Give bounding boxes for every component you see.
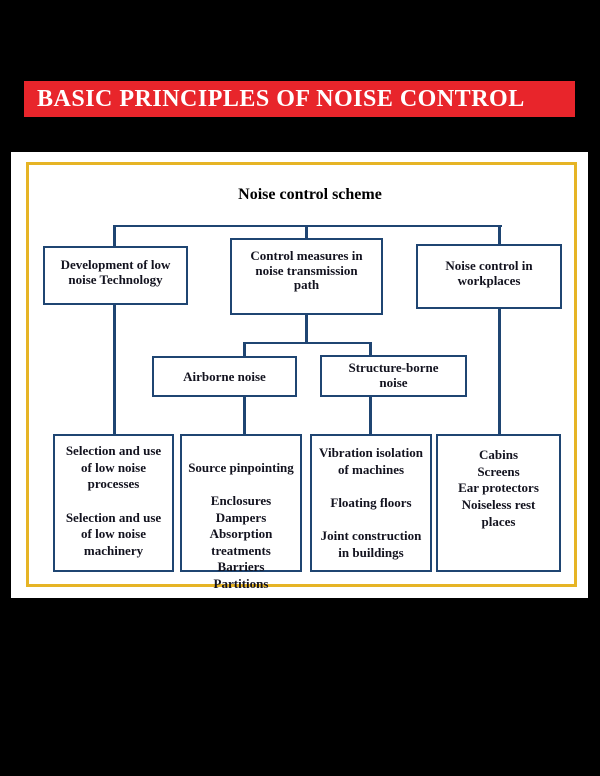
source-pinpointing-heading: Source pinpointing: [188, 459, 294, 475]
banner-title: BASIC PRINCIPLES OF NOISE CONTROL: [37, 85, 525, 112]
node-source-pinpointing: Source pinpointing Enclosures Dampers Ab…: [180, 434, 302, 591]
connector-control-bottom: [305, 314, 308, 343]
source-pinpointing-items: Enclosures Dampers Absorption treatments…: [209, 492, 273, 591]
node-selection-low-noise: Selection and use of low noise processes…: [53, 434, 174, 572]
connector-top-trunk: [114, 225, 502, 227]
node-structure-borne-noise: Structure-borne noise: [320, 355, 467, 397]
connector-structure-bottom: [369, 396, 372, 434]
connector-workplaces-top: [498, 225, 501, 244]
connector-development-bottom: [113, 304, 116, 434]
connector-workplaces-bottom: [498, 308, 501, 434]
connector-airborne-bottom: [243, 396, 246, 434]
node-airborne-noise: Airborne noise: [152, 356, 297, 397]
node-vibration-isolation: Vibration isolation of machines Floating…: [310, 434, 432, 572]
node-noise-control-workplaces: Noise control in workplaces: [416, 244, 562, 309]
node-cabins-screens: Cabins Screens Ear protectors Noiseless …: [436, 434, 561, 572]
connector-structure-top: [369, 342, 372, 355]
node-low-noise-technology: Development of low noise Technology: [43, 246, 188, 305]
diagram-title: Noise control scheme: [238, 186, 382, 203]
node-transmission-path-measures: Control measures in noise transmission p…: [230, 238, 383, 315]
connector-airborne-top: [243, 342, 246, 356]
connector-control-top: [305, 225, 308, 238]
title-banner: BASIC PRINCIPLES OF NOISE CONTROL: [24, 81, 575, 117]
connector-middle-trunk: [244, 342, 372, 344]
connector-development-top: [113, 225, 116, 246]
